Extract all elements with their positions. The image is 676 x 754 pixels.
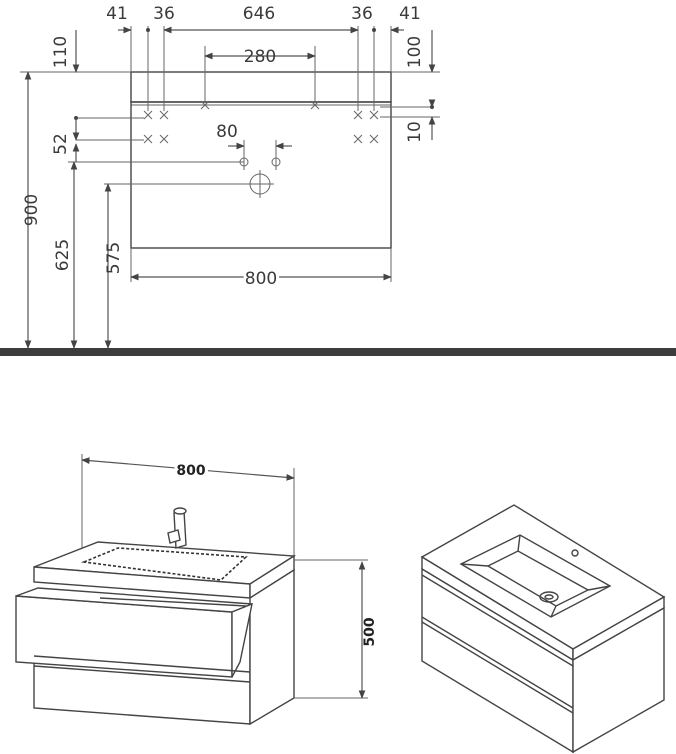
drain-icon (539, 591, 559, 603)
dim-top-band-left: 110 (51, 36, 71, 68)
dim-left-offset: 41 (106, 4, 128, 24)
dim-right-bracket: 36 (351, 4, 373, 24)
dim-left-bracket: 36 (153, 4, 175, 24)
tap-hole-icon (571, 549, 579, 557)
basin-top-band (130, 71, 392, 103)
cabinet-body (130, 101, 392, 249)
dim-drain-height: 575 (104, 242, 124, 274)
dim-total-height: 900 (22, 194, 42, 226)
dim-right-offset: 41 (399, 4, 421, 24)
dim-bracket-drop: 52 (51, 133, 71, 155)
iso-view-open: 800 500 (15, 454, 378, 726)
tap-holes (239, 154, 281, 170)
dim-top-band-right: 100 (405, 36, 425, 68)
dim-bracket-span: 646 (243, 4, 275, 24)
tap-icon (167, 507, 187, 549)
dim-tap-height: 625 (53, 239, 73, 271)
dim-front-width: 800 (245, 269, 277, 289)
fixing-marks (143, 100, 379, 144)
dim-bracket-gap: 10 (405, 121, 425, 143)
iso-height-label: 500 (362, 617, 378, 646)
drain-icon (246, 170, 274, 198)
dim-center-span: 280 (244, 47, 276, 67)
front-elevation: 41 36 646 36 41 280 110 52 900 625 575 (0, 4, 676, 356)
floor-line (0, 348, 676, 356)
iso-view-closed (420, 504, 666, 754)
iso-width-label: 800 (176, 463, 205, 479)
dim-hole-spacing: 80 (216, 122, 238, 142)
